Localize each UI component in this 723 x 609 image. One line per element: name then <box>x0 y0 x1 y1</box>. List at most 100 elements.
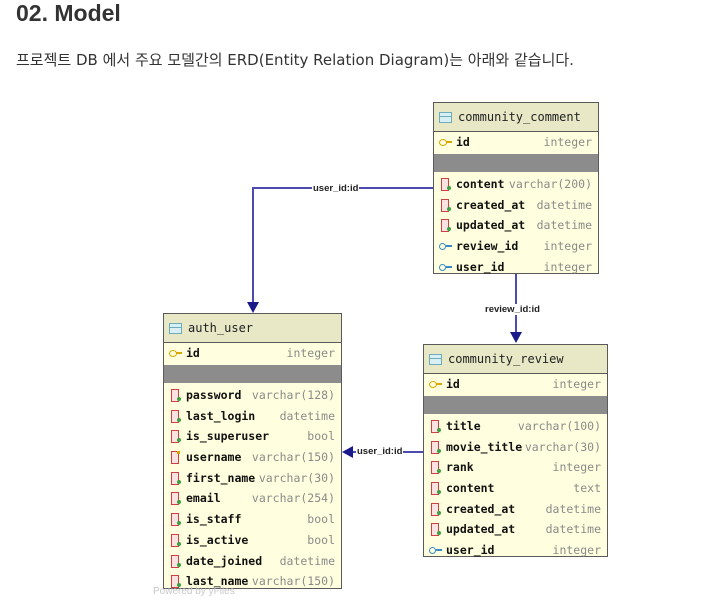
column-type: bool <box>307 429 335 444</box>
foreign-key-icon <box>439 261 453 273</box>
column-row: user_id integer <box>434 256 598 277</box>
page-description: 프로젝트 DB 에서 주요 모델간의 ERD(Entity Relation D… <box>16 51 574 69</box>
column-name: first_name <box>186 470 256 485</box>
relation-line-comment-review <box>515 274 517 333</box>
column-icon <box>169 471 183 485</box>
column-type: datetime <box>545 501 601 516</box>
column-name: date_joined <box>186 553 263 568</box>
column-row: last_login datetime <box>164 405 341 426</box>
column-name: title <box>446 419 481 434</box>
column-row: created_at datetime <box>434 194 598 215</box>
column-icon <box>429 523 443 537</box>
column-name: password <box>186 388 242 403</box>
arrow-to-auth-user-username <box>342 446 353 458</box>
column-name: email <box>186 491 221 506</box>
primary-key-icon <box>439 136 453 148</box>
column-name: is_active <box>186 532 249 547</box>
table-title: auth_user <box>188 321 254 335</box>
relation-label-comment-user: user_id:id <box>312 183 360 194</box>
column-name: content <box>456 177 505 192</box>
column-type: integer <box>543 259 592 274</box>
column-name: id <box>456 135 470 150</box>
column-type: integer <box>552 543 601 558</box>
column-name: username <box>186 450 242 465</box>
column-type: datetime <box>545 522 601 537</box>
column-row: password varchar(128) <box>164 385 341 406</box>
column-name: user_id <box>446 543 495 558</box>
separator <box>434 153 598 172</box>
column-type: integer <box>543 239 592 254</box>
column-type: varchar(254) <box>251 491 335 506</box>
column-name: user_id <box>456 259 505 274</box>
powered-by-watermark: Powered by yFiles <box>153 586 235 597</box>
column-icon <box>439 219 453 233</box>
column-icon <box>429 461 443 475</box>
column-type: bool <box>307 512 335 527</box>
column-row: title varchar(100) <box>424 416 607 437</box>
pk-row: id integer <box>164 343 341 364</box>
column-type: datetime <box>536 218 592 233</box>
column-icon <box>169 409 183 423</box>
column-name: created_at <box>456 197 526 212</box>
column-type: datetime <box>279 408 335 423</box>
pk-row: id integer <box>434 132 598 153</box>
column-type: varchar(200) <box>508 177 592 192</box>
column-name: last_login <box>186 408 256 423</box>
column-icon <box>429 482 443 496</box>
column-name: last_name <box>186 574 249 589</box>
arrow-to-auth-user <box>247 302 259 313</box>
column-type: varchar(30) <box>258 470 335 485</box>
column-row: created_at datetime <box>424 498 607 519</box>
column-icon <box>169 554 183 568</box>
column-type: varchar(100) <box>517 419 601 434</box>
column-icon <box>169 430 183 444</box>
column-icon <box>439 198 453 212</box>
arrow-to-community-review <box>510 332 522 343</box>
column-icon <box>169 389 183 403</box>
relation-label-comment-review: review_id:id <box>484 304 541 315</box>
column-icon <box>439 178 453 192</box>
separator <box>424 395 607 414</box>
column-row: is_staff bool <box>164 509 341 530</box>
column-icon <box>429 440 443 454</box>
table-icon <box>439 111 452 123</box>
column-icon <box>169 533 183 547</box>
table-auth-user[interactable]: auth_user id integer password varchar(128… <box>163 313 342 589</box>
column-name: is_staff <box>186 512 242 527</box>
column-name: created_at <box>446 501 516 516</box>
primary-key-icon <box>429 378 443 390</box>
column-name: review_id <box>456 239 519 254</box>
column-type: varchar(128) <box>251 388 335 403</box>
relation-label-review-user: user_id:id <box>356 446 404 457</box>
column-name: movie_title <box>446 439 523 454</box>
relation-line-comment-user-vertical <box>252 187 254 303</box>
primary-key-icon <box>169 347 183 359</box>
column-type: varchar(150) <box>251 450 335 465</box>
table-icon <box>429 353 442 365</box>
column-type: integer <box>552 460 601 475</box>
column-type: text <box>573 481 601 496</box>
table-icon <box>169 322 182 334</box>
column-type: bool <box>307 532 335 547</box>
column-name: id <box>446 377 460 392</box>
table-header: auth_user <box>164 314 341 343</box>
column-type: integer <box>543 135 592 150</box>
column-type: varchar(150) <box>251 574 335 589</box>
column-type: datetime <box>536 197 592 212</box>
column-row: is_active bool <box>164 530 341 551</box>
column-row: username varchar(150) <box>164 447 341 468</box>
foreign-key-icon <box>439 240 453 252</box>
column-icon <box>169 492 183 506</box>
column-row: user_id integer <box>424 540 607 561</box>
table-title: community_comment <box>458 110 581 124</box>
